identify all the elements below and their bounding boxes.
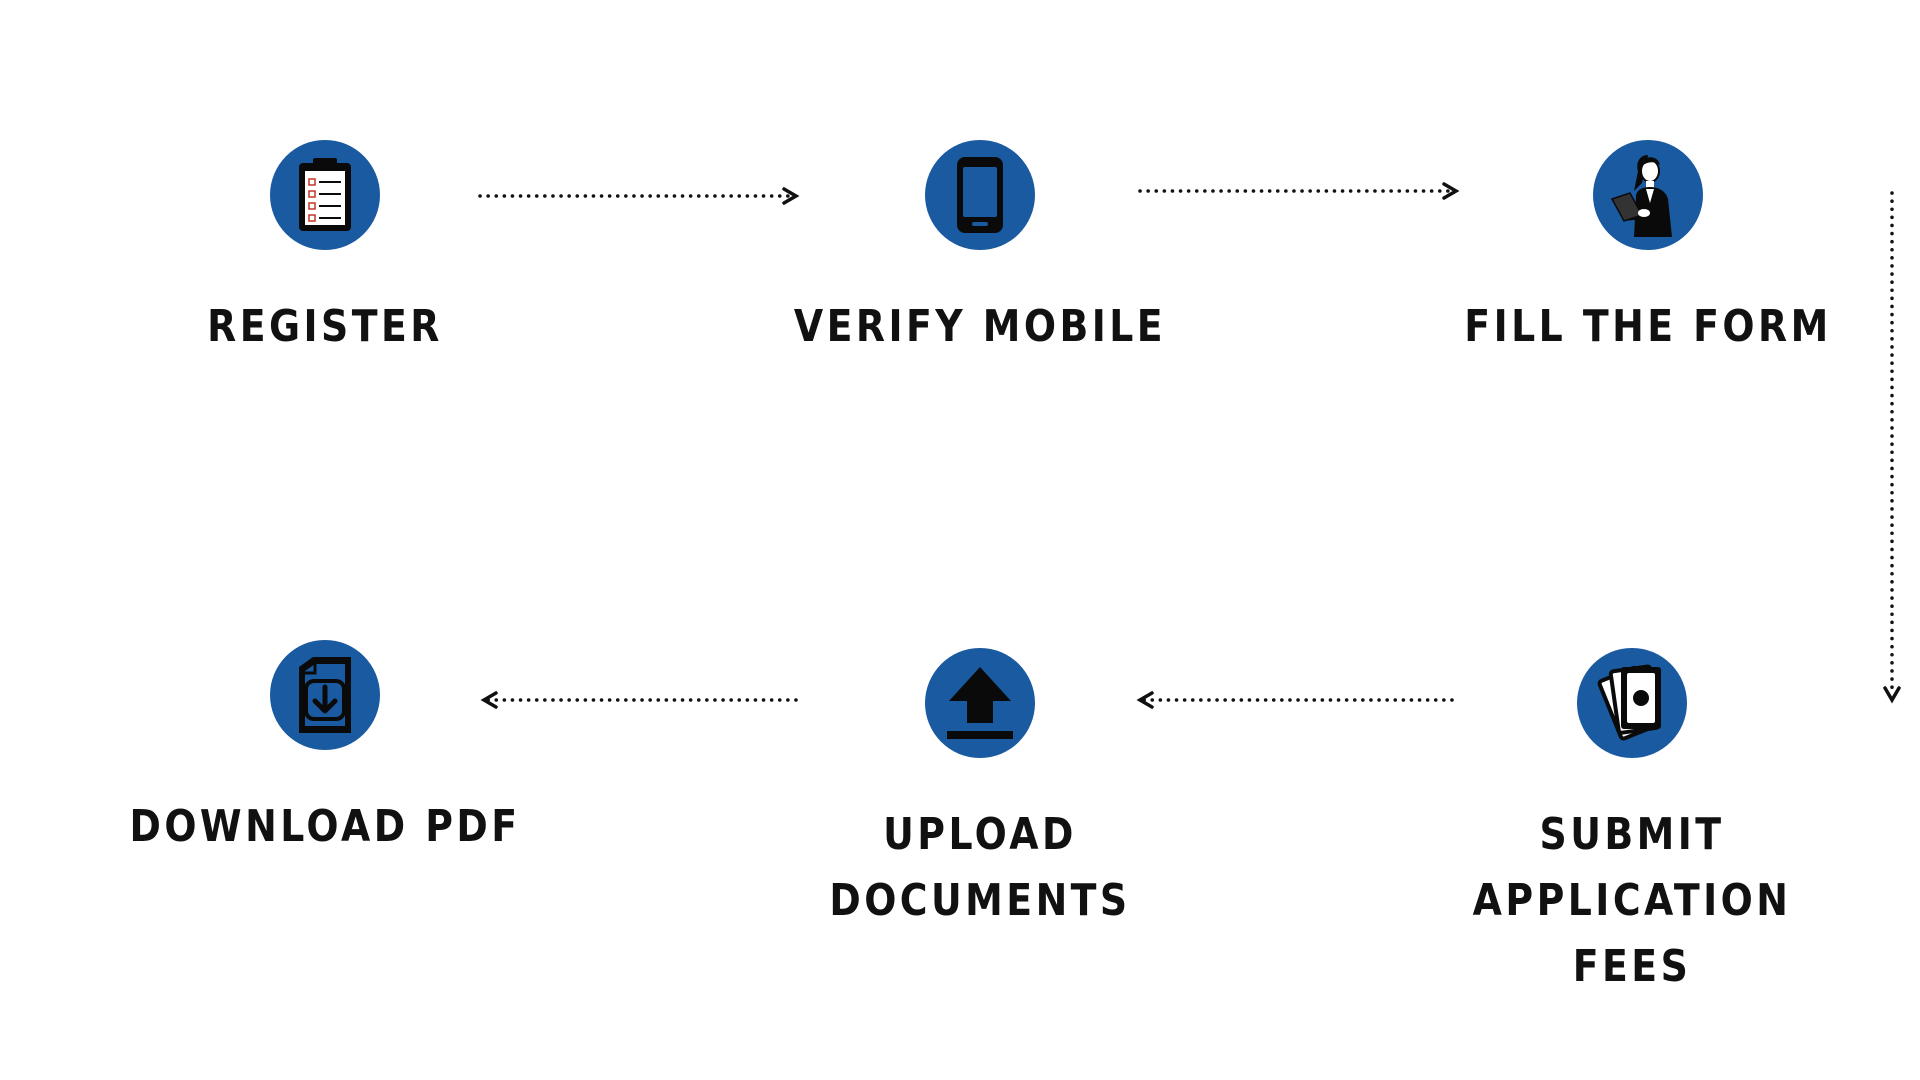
step-download-pdf-label: DOWNLOAD PDF <box>129 801 521 852</box>
smartphone-icon <box>955 155 1005 235</box>
step-upload-documents-label: UPLOAD DOCUMENTS <box>829 809 1131 926</box>
clipboard-checklist-icon <box>295 157 355 233</box>
step-download-pdf-circle <box>270 640 380 750</box>
connector-upload-to-download <box>480 691 798 709</box>
step-register-circle <box>270 140 380 250</box>
person-laptop-icon <box>1608 153 1688 237</box>
step-verify-mobile: VERIFY MOBILE <box>700 140 1260 360</box>
step-submit-application-fees-circle <box>1577 648 1687 758</box>
step-register-label: REGISTER <box>207 301 443 352</box>
step-fill-the-form: FILL THE FORM <box>1368 140 1920 360</box>
step-submit-application-fees: SUBMIT APPLICATION FEES <box>1352 648 1912 1000</box>
step-upload-documents-circle <box>925 648 1035 758</box>
step-upload-documents: UPLOAD DOCUMENTS <box>700 648 1260 934</box>
connector-verify-to-fill <box>1138 182 1460 200</box>
connector-fill-to-submit <box>1883 191 1901 704</box>
step-verify-mobile-circle <box>925 140 1035 250</box>
file-download-icon <box>293 655 357 735</box>
connector-submit-to-upload <box>1136 691 1454 709</box>
step-download-pdf: DOWNLOAD PDF <box>45 640 605 860</box>
money-bills-icon <box>1595 663 1669 743</box>
step-register: REGISTER <box>45 140 605 360</box>
step-fill-the-form-circle <box>1593 140 1703 250</box>
upload-arrow-icon <box>945 663 1015 743</box>
step-verify-mobile-label: VERIFY MOBILE <box>793 301 1167 352</box>
step-fill-the-form-label: FILL THE FORM <box>1464 301 1832 352</box>
step-submit-application-fees-label: SUBMIT APPLICATION FEES <box>1472 809 1792 992</box>
connector-register-to-verify <box>478 187 800 205</box>
